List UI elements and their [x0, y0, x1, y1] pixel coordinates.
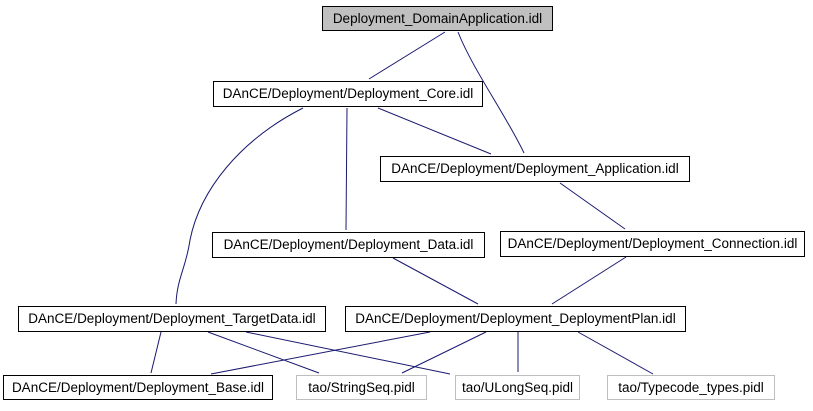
graph-node-application[interactable]: DAnCE/Deployment/Deployment_Application.…: [380, 156, 690, 182]
edge-core-to-target-data: [175, 107, 304, 305]
edge-core-to-application: [377, 107, 492, 155]
graph-node-core[interactable]: DAnCE/Deployment/Deployment_Core.idl: [213, 81, 483, 107]
edge-connection-to-deployment-plan: [551, 256, 627, 305]
edge-domain-application-to-application: [457, 31, 525, 154]
edge-deployment-plan-to-base: [210, 331, 431, 375]
edge-domain-application-to-core: [368, 31, 446, 80]
edge-target-data-to-base: [150, 331, 162, 374]
graph-node-string-seq: tao/StringSeq.pidl: [296, 375, 427, 400]
graph-node-domain-application: Deployment_DomainApplication.idl: [322, 6, 553, 31]
edge-target-data-to-ulong-seq: [245, 331, 451, 375]
edge-deployment-plan-to-typecode-types: [577, 331, 654, 375]
graph-node-deployment-plan[interactable]: DAnCE/Deployment/Deployment_DeploymentPl…: [345, 306, 686, 332]
edge-target-data-to-string-seq: [207, 331, 320, 374]
edge-application-to-connection: [559, 182, 626, 230]
graph-node-connection[interactable]: DAnCE/Deployment/Deployment_Connection.i…: [500, 231, 805, 257]
edge-deployment-plan-to-string-seq: [401, 331, 487, 374]
graph-node-target-data[interactable]: DAnCE/Deployment/Deployment_TargetData.i…: [18, 306, 326, 332]
graph-edges: [150, 31, 654, 375]
edge-data-to-deployment-plan: [392, 257, 479, 305]
edge-core-to-data: [345, 107, 348, 231]
graph-node-ulong-seq: tao/ULongSeq.pidl: [455, 375, 580, 400]
graph-node-typecode-types: tao/Typecode_types.pidl: [607, 375, 775, 400]
graph-node-data[interactable]: DAnCE/Deployment/Deployment_Data.idl: [212, 232, 485, 258]
graph-node-base[interactable]: DAnCE/Deployment/Deployment_Base.idl: [3, 375, 273, 400]
